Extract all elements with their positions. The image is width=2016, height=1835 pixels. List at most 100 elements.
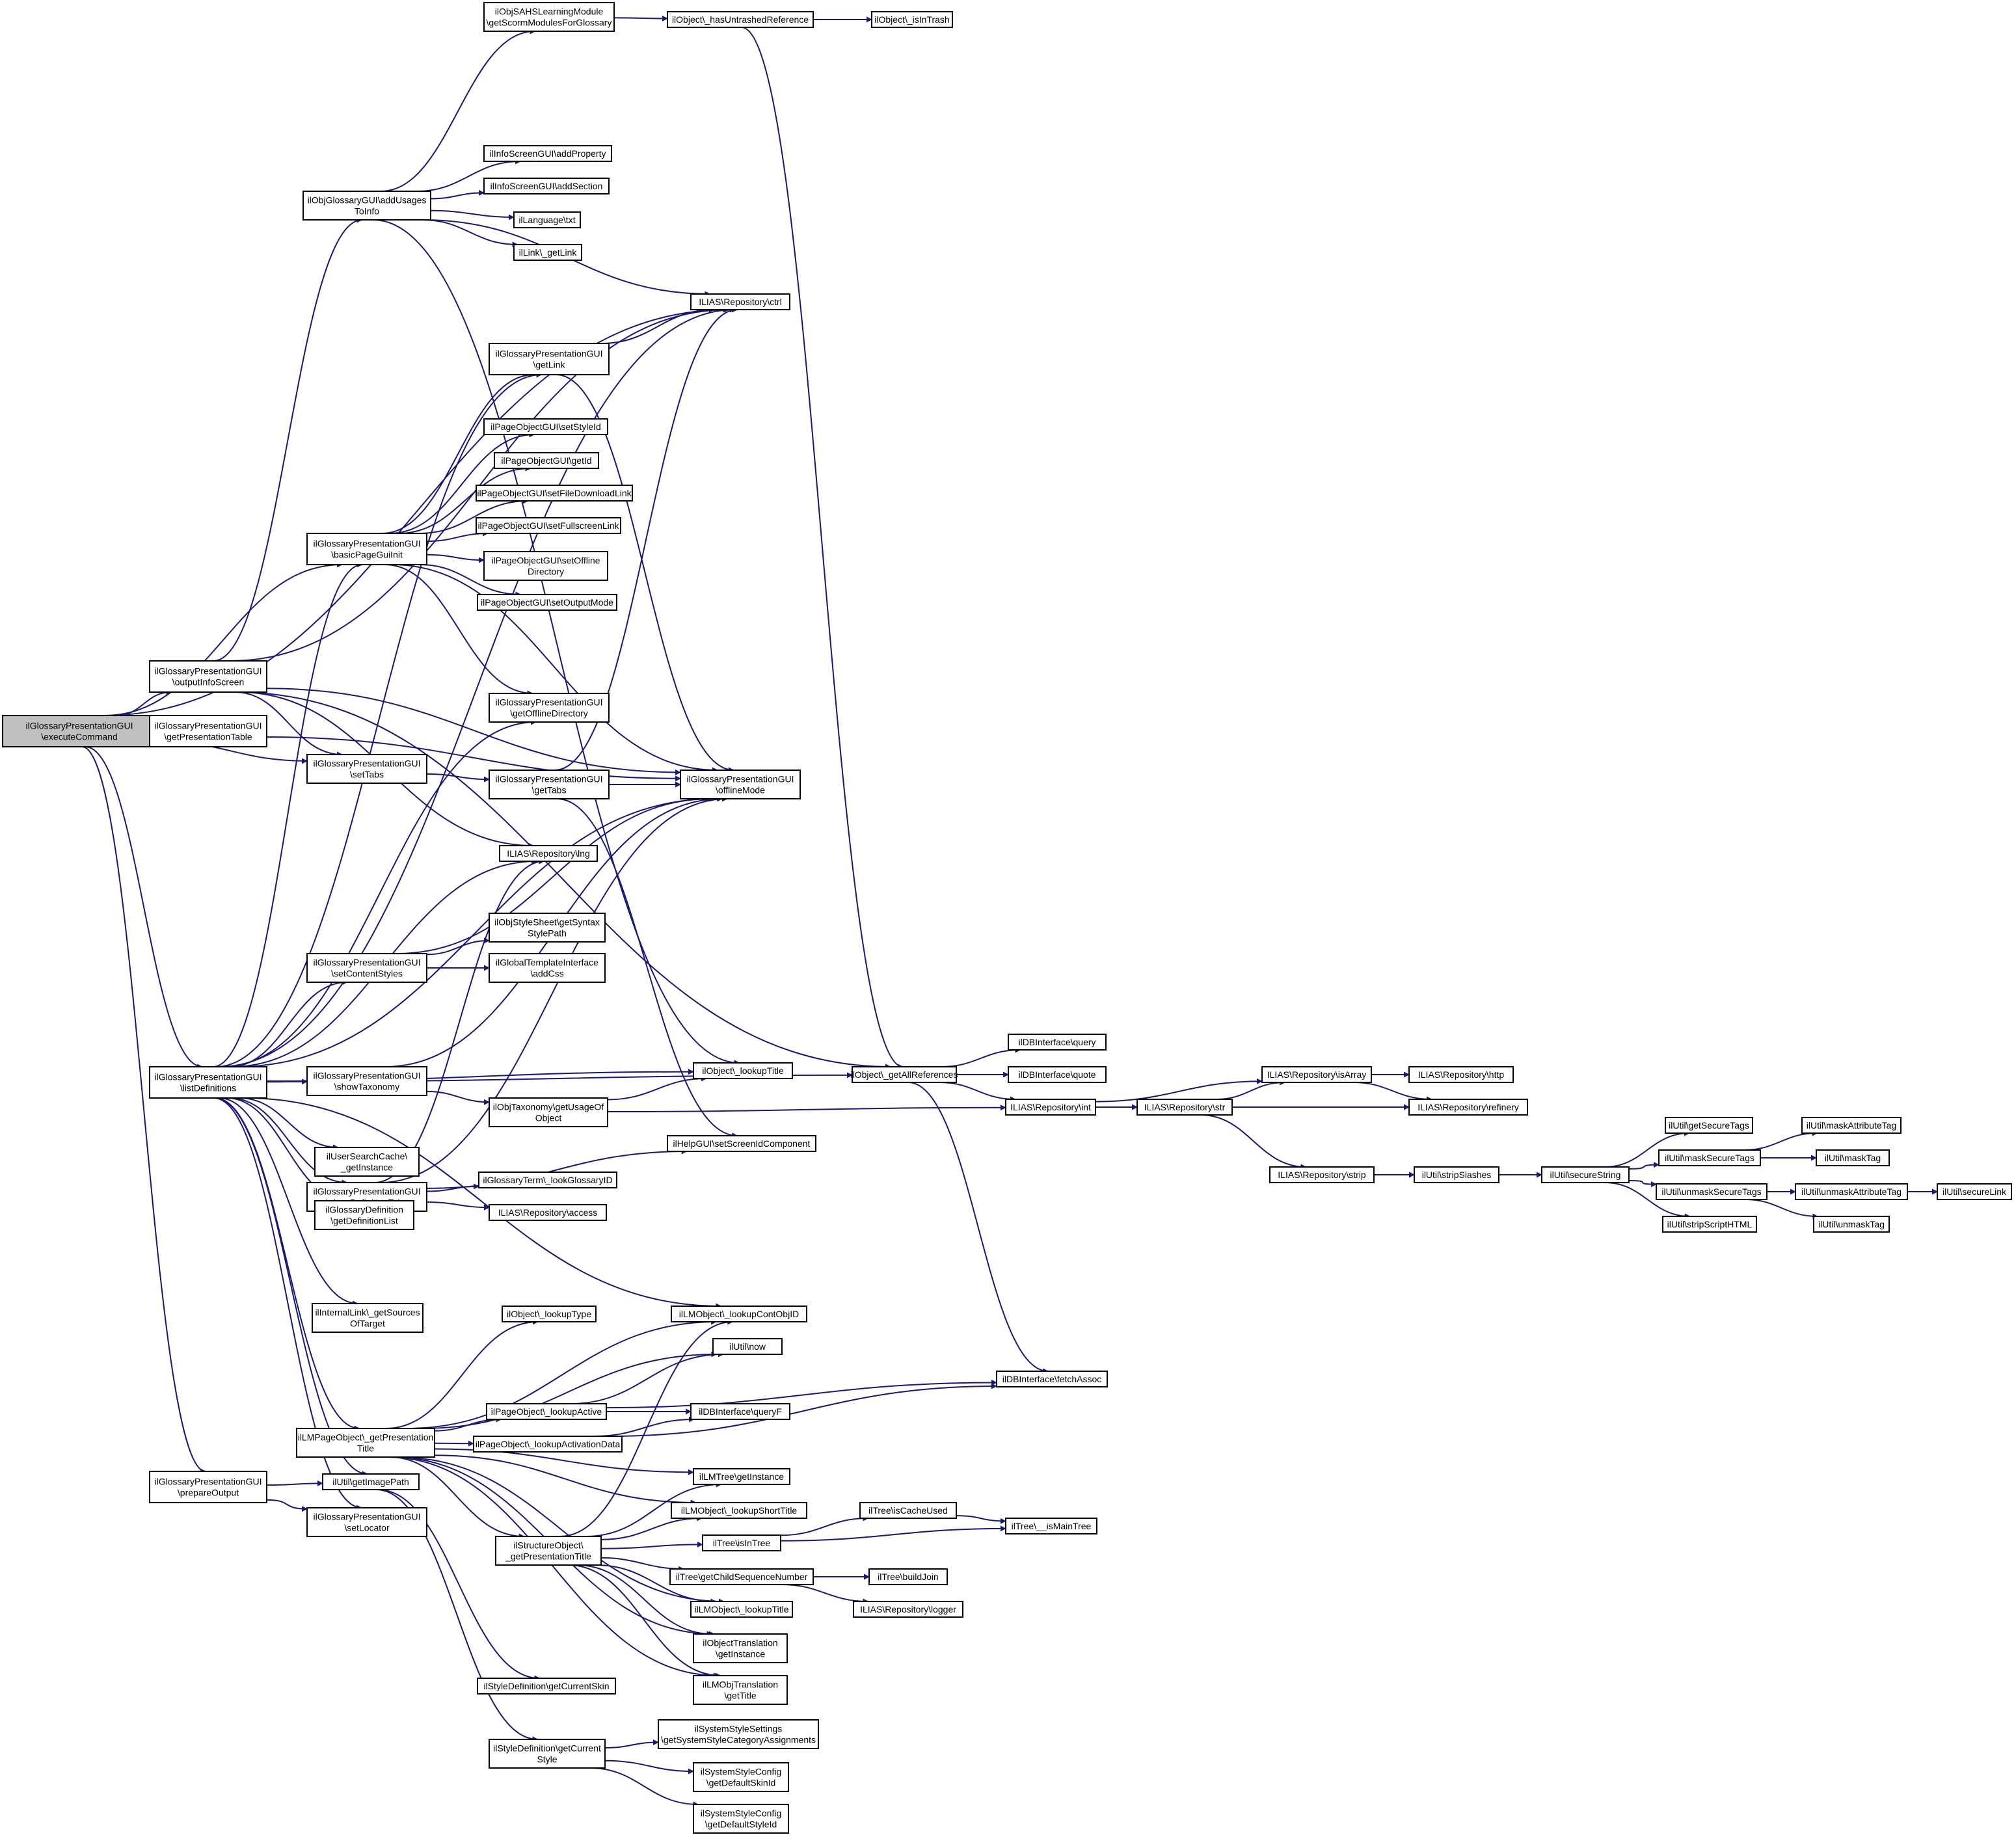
call-edge xyxy=(426,554,485,563)
function-node-basic-page-gui-init[interactable]: ilGlossaryPresentationGUI\basicPageGuiIn… xyxy=(306,533,427,565)
function-node-set-fullscreen-link[interactable]: ilPageObjectGUI\setFullscreenLink xyxy=(476,517,621,534)
node-label: ilGlossaryPresentationGUI xyxy=(314,1186,421,1197)
function-node-user-search-cache[interactable]: ilUserSearchCache\_getInstance xyxy=(314,1147,420,1177)
function-node-get-image-path[interactable]: ilUtil\getImagePath xyxy=(322,1473,420,1490)
function-node-lookup-type[interactable]: ilObject\_lookupType xyxy=(502,1306,597,1322)
function-node-offline-mode[interactable]: ilGlossaryPresentationGUI\offlineMode xyxy=(680,770,801,799)
function-node-str-fn[interactable]: ILIAS\Repository\str xyxy=(1136,1099,1233,1116)
function-node-build-join[interactable]: ilTree\buildJoin xyxy=(868,1568,948,1585)
function-node-get-secure-tags[interactable]: ilUtil\getSecureTags xyxy=(1665,1117,1753,1134)
function-node-lm-obj-translation[interactable]: ilLMObjTranslation\getTitle xyxy=(693,1675,788,1705)
function-node-lng[interactable]: ILIAS\Repository\lng xyxy=(499,845,598,862)
function-node-strip[interactable]: ILIAS\Repository\strip xyxy=(1269,1166,1375,1183)
node-label: ILIAS\Repository\str xyxy=(1144,1102,1226,1112)
function-node-lookup-cont-obj-i-d[interactable]: ilLMObject\_lookupContObjID xyxy=(671,1306,807,1322)
node-label: ilUtil\unmaskTag xyxy=(1818,1219,1885,1229)
function-node-mask-attribute-tag[interactable]: ilUtil\maskAttributeTag xyxy=(1801,1117,1902,1134)
function-node-output-info-screen[interactable]: ilGlossaryPresentationGUI\outputInfoScre… xyxy=(149,660,267,693)
function-node-has-untrashed[interactable]: ilObject\_hasUntrashedReference xyxy=(667,11,814,28)
node-box xyxy=(513,211,581,228)
function-node-get-current-skin[interactable]: ilStyleDefinition\getCurrentSkin xyxy=(477,1678,616,1694)
node-label: ilLMObject\_lookupShortTitle xyxy=(681,1505,798,1516)
function-node-execute-command[interactable]: ilGlossaryPresentationGUI\executeCommand xyxy=(2,715,157,747)
function-node-get-default-style-id[interactable]: ilSystemStyleConfig\getDefaultStyleId xyxy=(693,1804,789,1834)
function-node-add-css[interactable]: ilGlobalTemplateInterface\addCss xyxy=(489,953,606,983)
node-label: ilObjSAHSLearningModule xyxy=(495,7,604,17)
function-node-unmask-secure-tags[interactable]: ilUtil\unmaskSecureTags xyxy=(1656,1183,1767,1200)
function-node-get-link[interactable]: ilGlossaryPresentationGUI\getLink xyxy=(489,343,610,375)
function-node-get-id[interactable]: ilPageObjectGUI\getId xyxy=(494,452,599,469)
function-node-fetch-assoc[interactable]: ilDBInterface\fetchAssoc xyxy=(996,1371,1108,1387)
function-node-struct-get-presentation-title[interactable]: ilStructureObject\_getPresentationTitle xyxy=(495,1536,602,1566)
function-node-strip-slashes[interactable]: ilUtil\stripSlashes xyxy=(1414,1166,1499,1183)
function-node-add-property[interactable]: ilInfoScreenGUI\addProperty xyxy=(483,145,612,162)
function-node-set-file-download-link[interactable]: ilPageObjectGUI\setFileDownloadLink xyxy=(476,485,633,502)
function-node-unmask-tag[interactable]: ilUtil\unmaskTag xyxy=(1813,1216,1890,1233)
function-node-is-array[interactable]: ILIAS\Repository\isArray xyxy=(1261,1066,1372,1083)
function-node-list-definitions[interactable]: ilGlossaryPresentationGUI\listDefinition… xyxy=(149,1066,267,1099)
call-edge xyxy=(377,1489,541,1681)
function-node-set-tabs[interactable]: ilGlossaryPresentationGUI\setTabs xyxy=(306,754,427,784)
function-node-is-in-trash[interactable]: ilObject\_isInTrash xyxy=(871,11,953,28)
function-node-get-link-static[interactable]: ilLink\_getLink xyxy=(513,244,582,261)
function-node-set-style-id[interactable]: ilPageObjectGUI\setStyleId xyxy=(483,418,608,435)
function-node-mask-tag[interactable]: ilUtil\maskTag xyxy=(1816,1149,1890,1166)
function-node-get-default-skin-id[interactable]: ilSystemStyleConfig\getDefaultSkinId xyxy=(693,1762,789,1792)
function-node-txt[interactable]: ilLanguage\txt xyxy=(513,211,581,228)
node-label: ilObjectTranslation xyxy=(703,1638,777,1648)
function-node-get-all-references[interactable]: ilObject\_getAllReferences xyxy=(851,1066,958,1083)
function-node-query-f[interactable]: ilDBInterface\queryF xyxy=(690,1403,790,1420)
function-node-lookup-title[interactable]: ilObject\_lookupTitle xyxy=(693,1062,793,1079)
function-node-obj-translation[interactable]: ilObjectTranslation\getInstance xyxy=(693,1633,788,1663)
function-node-secure-string[interactable]: ilUtil\secureString xyxy=(1541,1166,1630,1183)
function-node-now[interactable]: ilUtil\now xyxy=(712,1338,783,1355)
function-node-unmask-attribute-tag[interactable]: ilUtil\unmaskAttributeTag xyxy=(1795,1183,1908,1200)
call-edge xyxy=(426,1201,490,1211)
node-label: ilPageObjectGUI\setFileDownloadLink xyxy=(477,488,632,498)
function-node-refinery[interactable]: ILIAS\Repository\refinery xyxy=(1408,1099,1528,1116)
function-node-quote[interactable]: ilDBInterface\quote xyxy=(1008,1066,1107,1083)
function-node-mask-secure-tags[interactable]: ilUtil\maskSecureTags xyxy=(1658,1149,1761,1166)
function-node-lookup-active[interactable]: ilPageObject\_lookupActive xyxy=(486,1403,607,1420)
function-node-get-presentation-table[interactable]: ilGlossaryPresentationGUI\getPresentatio… xyxy=(149,715,267,747)
function-node-lookup-activation-data[interactable]: ilPageObject\_lookupActivationData xyxy=(473,1436,623,1453)
function-node-set-content-styles[interactable]: ilGlossaryPresentationGUI\setContentStyl… xyxy=(306,953,427,983)
function-node-logger[interactable]: ILIAS\Repository\logger xyxy=(853,1601,963,1618)
function-node-look-glossary-i-d[interactable]: ilGlossaryTerm\_lookGlossaryID xyxy=(478,1172,617,1188)
function-node-lm-get-presentation-title[interactable]: ilLMPageObject\_getPresentationTitle xyxy=(296,1428,435,1458)
function-node-add-section[interactable]: ilInfoScreenGUI\addSection xyxy=(483,178,610,194)
function-node-is-cache-used[interactable]: ilTree\isCacheUsed xyxy=(859,1502,957,1519)
function-node-lm-lookup-title[interactable]: ilLMObject\_lookupTitle xyxy=(690,1601,793,1618)
function-node-set-locator[interactable]: ilGlossaryPresentationGUI\setLocator xyxy=(306,1507,427,1537)
function-node-secure-link[interactable]: ilUtil\secureLink xyxy=(1937,1183,2012,1200)
function-node-get-system-style-cat[interactable]: ilSystemStyleSettings\getSystemStyleCate… xyxy=(658,1719,819,1749)
function-node-set-output-mode[interactable]: ilPageObjectGUI\setOutputMode xyxy=(477,594,617,611)
function-node-set-screen-id[interactable]: ilHelpGUI\setScreenIdComponent xyxy=(667,1135,816,1152)
function-node-show-taxonomy[interactable]: ilGlossaryPresentationGUI\showTaxonomy xyxy=(306,1066,427,1096)
function-node-prepare-output[interactable]: ilGlossaryPresentationGUI\prepareOutput xyxy=(149,1471,267,1503)
function-node-get-offline-directory[interactable]: ilGlossaryPresentationGUI\getOfflineDire… xyxy=(489,693,610,723)
function-node-ctrl[interactable]: ILIAS\Repository\ctrl xyxy=(690,293,790,310)
node-box xyxy=(853,1601,963,1618)
call-edge xyxy=(375,1489,539,1743)
function-node-get-child-sequence-number[interactable]: ilTree\getChildSequenceNumber xyxy=(669,1568,814,1585)
function-node-strip-script-h-t-m-l[interactable]: ilUtil\stripScriptHTML xyxy=(1662,1216,1757,1233)
function-node-http[interactable]: ILIAS\Repository\http xyxy=(1408,1066,1514,1083)
call-edge xyxy=(1604,1130,1690,1168)
function-node-lookup-short-title[interactable]: ilLMObject\_lookupShortTitle xyxy=(671,1502,807,1519)
function-node-access[interactable]: ILIAS\Repository\access xyxy=(489,1204,607,1221)
function-node-is-main-tree[interactable]: ilTree\__isMainTree xyxy=(1005,1518,1097,1534)
function-node-get-tabs[interactable]: ilGlossaryPresentationGUI\getTabs xyxy=(489,770,610,799)
function-node-get-definition-list[interactable]: ilGlossaryDefinition\getDefinitionList xyxy=(314,1200,414,1230)
function-node-query[interactable]: ilDBInterface\query xyxy=(1008,1034,1107,1051)
function-node-lm-tree-get-instance[interactable]: ilLMTree\getInstance xyxy=(693,1468,790,1485)
function-node-is-in-tree[interactable]: ilTree\isInTree xyxy=(702,1534,781,1551)
function-node-get-scorm-modules[interactable]: ilObjSAHSLearningModule\getScormModulesF… xyxy=(483,2,615,32)
function-node-int-fn[interactable]: ILIAS\Repository\int xyxy=(1005,1099,1096,1116)
